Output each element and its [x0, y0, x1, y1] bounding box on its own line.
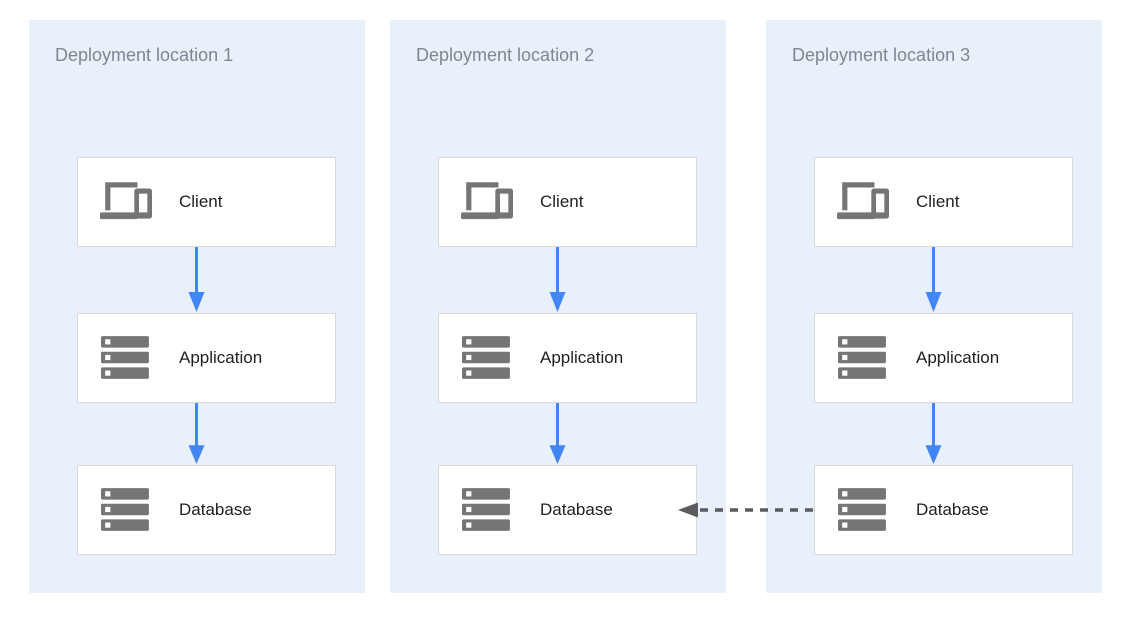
devices-icon	[835, 180, 891, 224]
server-stack-icon	[459, 488, 515, 532]
devices-icon	[98, 180, 154, 224]
node-label: Client	[179, 192, 223, 211]
client-node: Client	[77, 157, 336, 247]
application-node: Application	[77, 313, 336, 403]
arrow-client-to-application	[187, 247, 206, 313]
node-label: Database	[179, 500, 252, 519]
panel-title: Deployment location 1	[55, 45, 234, 65]
deployment-location-3-panel: Deployment location 3 Client	[766, 20, 1102, 593]
database-node: Database	[438, 465, 697, 555]
arrow-application-to-database	[548, 403, 567, 465]
dashed-arrow-database3-to-database2	[677, 500, 814, 520]
node-label: Database	[540, 500, 613, 519]
client-node: Client	[438, 157, 697, 247]
arrow-client-to-application	[924, 247, 943, 313]
database-node: Database	[77, 465, 336, 555]
application-node: Application	[438, 313, 697, 403]
deployment-location-1-panel: Deployment location 1 Client	[29, 20, 365, 593]
arrow-application-to-database	[187, 403, 206, 465]
node-label: Application	[540, 348, 624, 367]
server-stack-icon	[98, 336, 154, 380]
node-label: Application	[179, 348, 263, 367]
panel-title: Deployment location 2	[416, 45, 595, 65]
server-stack-icon	[459, 336, 515, 380]
deployment-location-2-panel: Deployment location 2 Client	[390, 20, 726, 593]
panel-title: Deployment location 3	[792, 45, 971, 65]
application-node: Application	[814, 313, 1073, 403]
node-label: Application	[916, 348, 1000, 367]
node-label: Client	[540, 192, 584, 211]
devices-icon	[459, 180, 515, 224]
server-stack-icon	[98, 488, 154, 532]
server-stack-icon	[835, 488, 891, 532]
client-node: Client	[814, 157, 1073, 247]
node-label: Client	[916, 192, 960, 211]
database-node: Database	[814, 465, 1073, 555]
server-stack-icon	[835, 336, 891, 380]
arrow-client-to-application	[548, 247, 567, 313]
node-label: Database	[916, 500, 989, 519]
arrow-application-to-database	[924, 403, 943, 465]
